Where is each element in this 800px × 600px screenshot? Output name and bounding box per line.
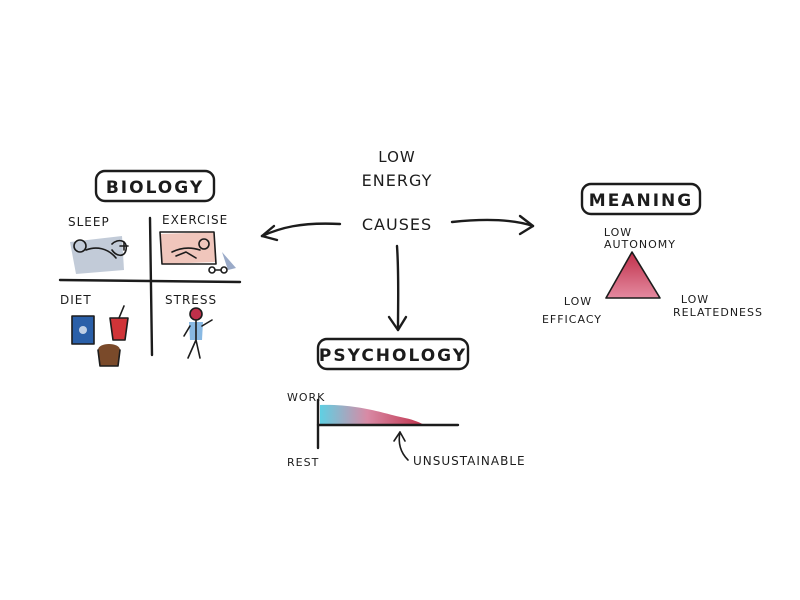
stress-label: STRESS (165, 293, 217, 307)
exercise-illustration (159, 231, 236, 274)
energy-curve-fill (320, 404, 425, 425)
sleep-label: SLEEP (68, 215, 110, 229)
arrow-to-biology-head (260, 224, 279, 242)
arrow-to-meaning-head (518, 214, 535, 236)
sleep-illustration (70, 236, 129, 274)
exercise-label: EXERCISE (162, 213, 228, 227)
biology-title-box (94, 169, 216, 203)
diet-illustration (71, 305, 129, 367)
low-energy-heading: LOW ENERGY (362, 148, 433, 190)
arrow-to-psychology-head (387, 315, 408, 332)
biology-section: BIOLOGY SLEEP EXERCISE DIET STRESS (58, 169, 242, 367)
meaning-section: MEANING LOW AUTONOMY LOW EFFICACY LOW RE… (542, 182, 763, 326)
unsustainable-arrow (398, 431, 409, 461)
psychology-section: PSYCHOLOGY WORK REST UNSUSTAINABLE (287, 337, 526, 469)
meaning-title-box (580, 182, 702, 216)
work-label: WORK (287, 391, 325, 404)
unsustainable-label: UNSUSTAINABLE (413, 454, 526, 468)
biology-vertical-divider (148, 216, 154, 357)
autonomy-line2: AUTONOMY (604, 238, 676, 251)
autonomy-line1: LOW (604, 226, 632, 239)
stress-illustration (183, 307, 213, 359)
efficacy-line1: LOW (564, 295, 592, 308)
arrow-to-psychology (395, 244, 400, 332)
causes-label: CAUSES (362, 215, 432, 234)
arrow-to-biology (260, 222, 342, 238)
unsustainable-arrow-head (393, 431, 406, 442)
diet-label: DIET (60, 293, 92, 307)
efficacy-line2: EFFICACY (542, 313, 602, 326)
relatedness-line2: RELATEDNESS (673, 306, 763, 319)
meaning-triangle (606, 252, 660, 298)
rest-label: REST (287, 456, 319, 469)
psychology-title: PSYCHOLOGY (319, 346, 467, 366)
biology-title: BIOLOGY (106, 178, 204, 198)
psychology-title-box (316, 337, 470, 371)
relatedness-line1: LOW (681, 293, 709, 306)
biology-horizontal-divider (58, 278, 242, 284)
arrow-to-meaning (450, 218, 535, 228)
low-energy-line1: LOW (378, 148, 415, 166)
meaning-triangle-outline (605, 251, 661, 299)
low-energy-line2: ENERGY (362, 171, 433, 190)
meaning-title: MEANING (589, 191, 693, 211)
